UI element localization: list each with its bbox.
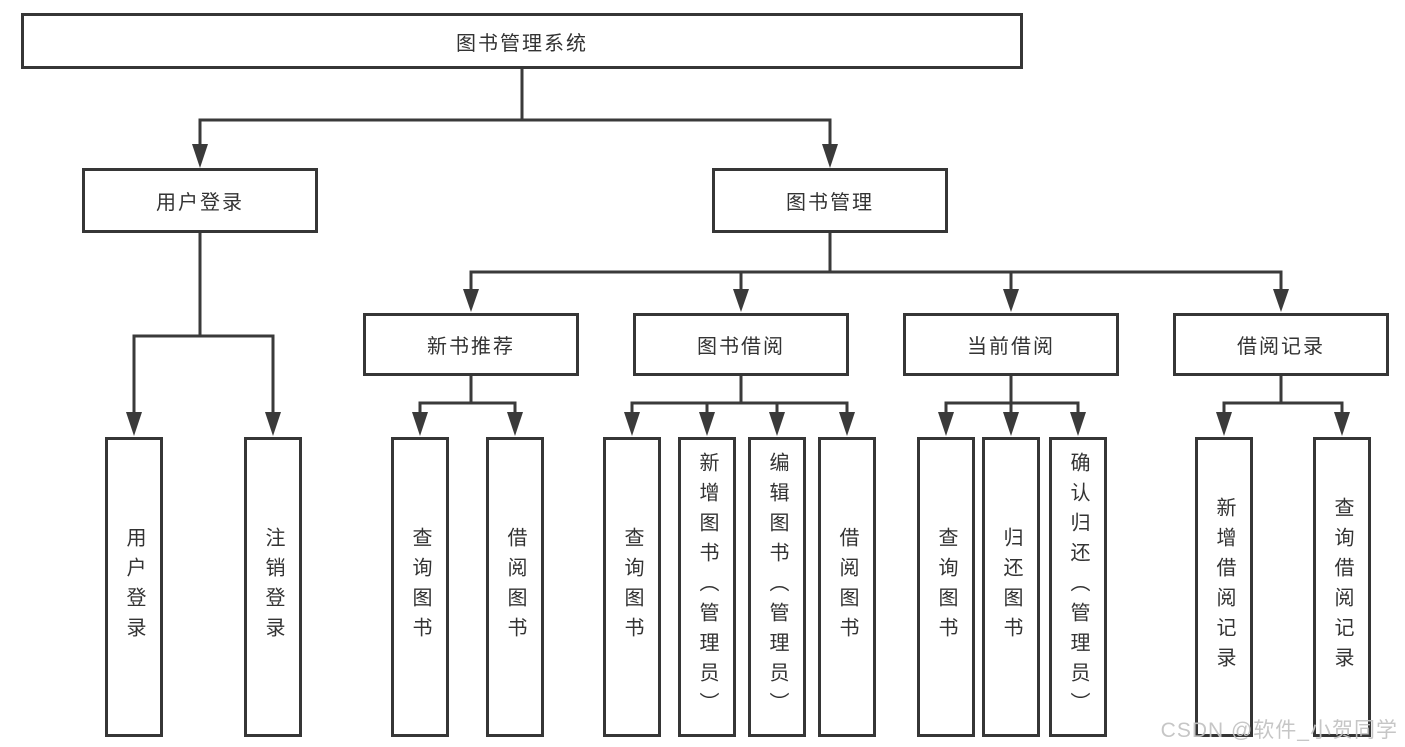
node-label: 用户登录 — [156, 192, 244, 214]
node-label: 查询借阅记录 — [1331, 497, 1353, 677]
csdn-watermark: CSDN @软件_小贺同学 — [1160, 719, 1398, 742]
leaf-bookborrow-query-books: 查询图书 — [603, 437, 661, 737]
node-label: 归还图书 — [1000, 527, 1022, 647]
node-label: 借阅记录 — [1237, 336, 1325, 358]
connector-currentborrow-to-leaves — [944, 376, 1080, 418]
connector-userlogin-to-leaves — [132, 233, 275, 418]
node-label: 借阅图书 — [504, 527, 526, 647]
leaf-bookborrow-borrow-books: 借阅图书 — [818, 437, 876, 737]
node-label: 图书管理系统 — [456, 32, 588, 55]
leaf-records-add-borrow-record: 新增借阅记录 — [1195, 437, 1253, 737]
node-user-login: 用户登录 — [82, 168, 318, 233]
leaf-user-login: 用户登录 — [105, 437, 163, 737]
arrowheads-leaves — [412, 412, 1350, 436]
node-label: 查询图书 — [621, 527, 643, 647]
node-current-borrowing: 当前借阅 — [903, 313, 1119, 376]
node-label: 用户登录 — [123, 527, 145, 647]
node-label: 查询图书 — [409, 527, 431, 647]
connector-bookmgmt-to-level3 — [469, 233, 1283, 294]
leaf-currentborrow-confirm-return-admin: 确认归还（管理员） — [1049, 437, 1107, 737]
connector-newbookrec-to-leaves — [418, 376, 517, 418]
leaf-records-query-borrow-record: 查询借阅记录 — [1313, 437, 1371, 737]
leaf-newbookrec-query-books: 查询图书 — [391, 437, 449, 737]
leaf-newbookrec-borrow-books: 借阅图书 — [486, 437, 544, 737]
node-library-management-system: 图书管理系统 — [21, 13, 1023, 69]
leaf-currentborrow-query-books: 查询图书 — [917, 437, 975, 737]
node-book-management: 图书管理 — [712, 168, 948, 233]
leaf-bookborrow-add-books-admin: 新增图书（管理员） — [678, 437, 736, 737]
node-label: 新增借阅记录 — [1213, 497, 1235, 677]
connector-root-to-level2 — [198, 68, 832, 150]
leaf-bookborrow-edit-books-admin: 编辑图书（管理员） — [748, 437, 806, 737]
arrowheads-level3 — [463, 289, 1289, 312]
node-label: 图书借阅 — [697, 336, 785, 358]
node-label: 图书管理 — [786, 192, 874, 214]
node-label: 借阅图书 — [836, 527, 858, 647]
node-label: 当前借阅 — [967, 336, 1055, 358]
leaf-currentborrow-return-books: 归还图书 — [982, 437, 1040, 737]
connector-bookborrow-to-leaves — [630, 376, 849, 418]
connector-borrowrecord-to-leaves — [1222, 376, 1344, 418]
node-label: 新书推荐 — [427, 336, 515, 358]
node-label: 编辑图书（管理员） — [766, 452, 788, 722]
node-label: 查询图书 — [935, 527, 957, 647]
node-new-book-recommend: 新书推荐 — [363, 313, 579, 376]
node-book-borrowing: 图书借阅 — [633, 313, 849, 376]
arrowheads-level2 — [192, 144, 838, 168]
arrowheads-userlogin-leaves — [126, 412, 281, 436]
node-label: 注销登录 — [262, 527, 284, 647]
node-borrow-records: 借阅记录 — [1173, 313, 1389, 376]
node-label: 新增图书（管理员） — [696, 452, 718, 722]
node-label: 确认归还（管理员） — [1067, 452, 1089, 722]
leaf-logout: 注销登录 — [244, 437, 302, 737]
